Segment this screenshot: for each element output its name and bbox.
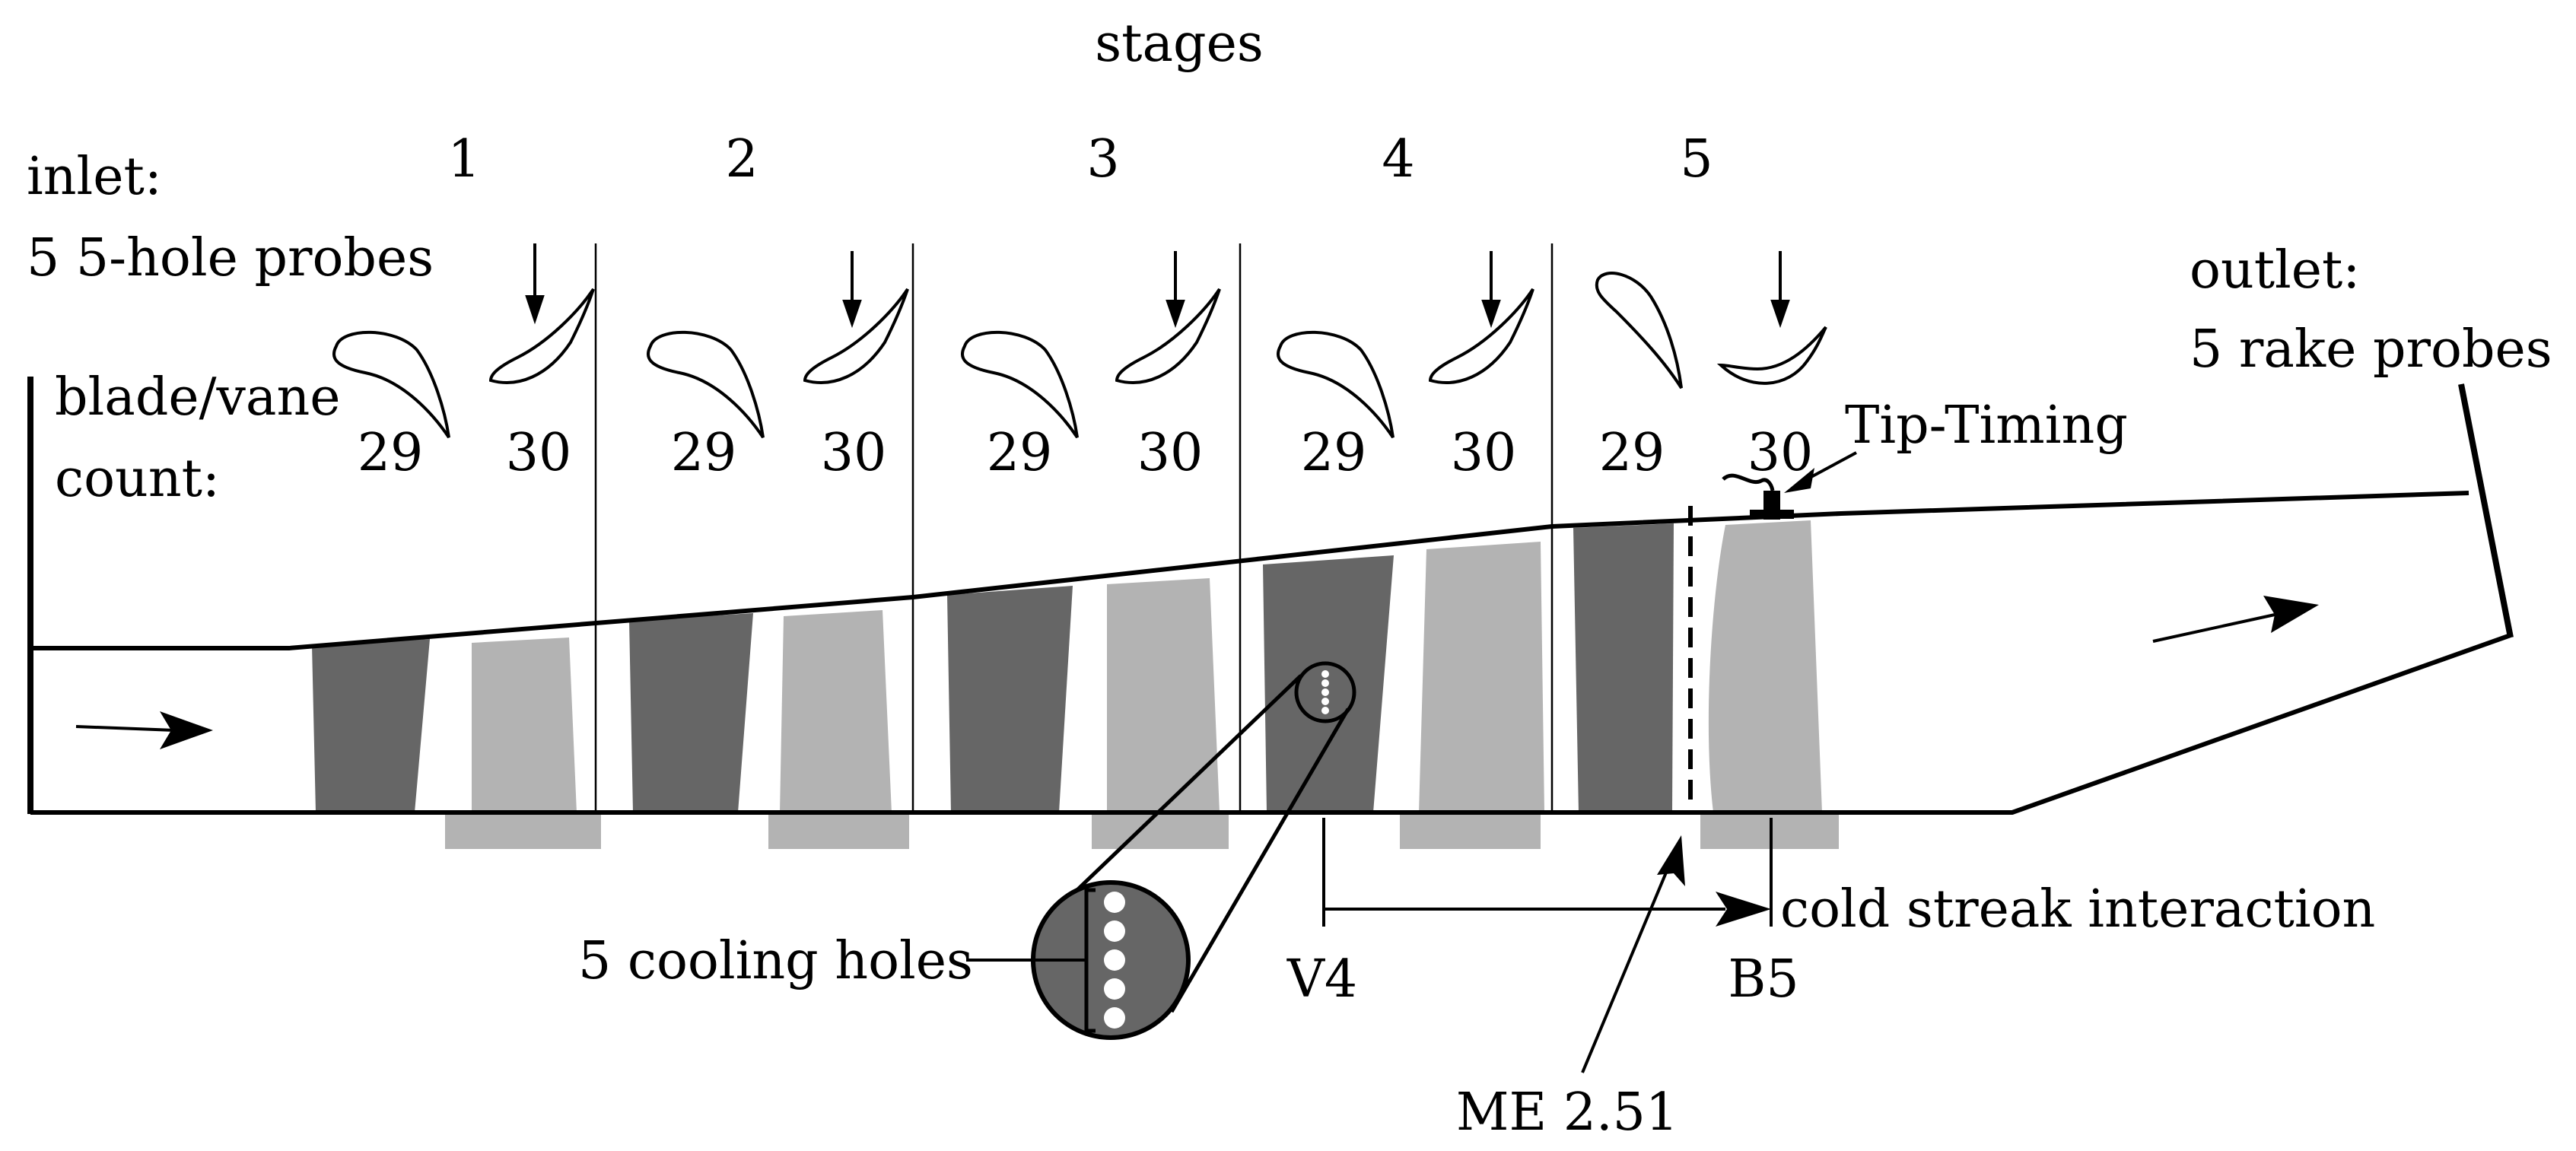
count-number: 30 <box>1748 423 1814 483</box>
vane-profile-icon <box>646 330 765 439</box>
count-label-line1: blade/vane <box>55 367 341 428</box>
count-number: 30 <box>1451 423 1517 483</box>
blade-row-5 <box>1708 520 1822 812</box>
tip-timing-sensor-icon <box>1722 451 1857 520</box>
vane-row-2 <box>629 613 753 812</box>
stage-number-5: 5 <box>1680 129 1713 189</box>
count-number: 30 <box>821 423 887 483</box>
measurement-plane-pointer-icon <box>1581 835 1685 1073</box>
blade-row-1 <box>472 638 577 812</box>
cooling-holes-label: 5 cooling holes <box>578 931 973 991</box>
cooling-hole-icon <box>1104 892 1125 913</box>
count-number: 30 <box>506 423 572 483</box>
stage-number-1: 1 <box>447 129 480 189</box>
measurement-plane-label: ME 2.51 <box>1456 1083 1678 1143</box>
count-numbers: 29 30 29 30 29 30 29 30 29 30 <box>358 423 1814 483</box>
count-number: 29 <box>1301 423 1367 483</box>
count-number: 29 <box>987 423 1053 483</box>
hub-line <box>30 633 2512 815</box>
cold-streak-label: cold streak interaction <box>1780 879 2375 940</box>
zoom-connector-line <box>1169 707 1350 1013</box>
cooling-hole-icon <box>1104 949 1125 971</box>
small-cooling-holes <box>1321 670 1329 714</box>
inlet-label: inlet: <box>27 147 162 207</box>
cooling-holes-detail <box>966 661 1356 1040</box>
vane-profile-icon <box>1276 330 1395 439</box>
cooling-hole-icons <box>1104 892 1125 1029</box>
blade-platform-3 <box>1092 812 1229 849</box>
cooling-hole-icon <box>1104 978 1125 1000</box>
v4-label: V4 <box>1286 949 1357 1010</box>
blade-platform-2 <box>768 812 909 849</box>
cold-streak-indicator <box>1322 818 1773 927</box>
flow-arrow-inlet-icon <box>75 711 213 749</box>
count-number: 29 <box>671 423 737 483</box>
zoom-connector-line <box>1064 674 1302 903</box>
outlet-wall <box>2458 383 2514 638</box>
cooling-hole-icon <box>1104 1007 1125 1029</box>
vane-row-5 <box>1573 523 1674 812</box>
casing-line <box>30 491 2469 650</box>
blade-row-2 <box>780 610 892 812</box>
blade-profile-icon <box>1716 251 1827 385</box>
blade-platform-4 <box>1400 812 1541 849</box>
vane-profile-icon <box>960 330 1079 439</box>
b5-label: B5 <box>1728 949 1798 1010</box>
count-number: 29 <box>358 423 424 483</box>
count-number: 30 <box>1137 423 1204 483</box>
vane-row-1 <box>312 639 430 812</box>
inlet-probes-label: 5 5-hole probes <box>27 228 434 288</box>
count-number: 29 <box>1599 423 1665 483</box>
cooling-hole-icon <box>1104 920 1125 942</box>
vane-profile-icon <box>332 330 450 439</box>
count-label-line2: count: <box>55 449 220 509</box>
outlet-label: outlet: <box>2190 240 2360 300</box>
vane-rows <box>312 523 1674 812</box>
airfoil-profiles <box>332 243 1827 439</box>
stage-number-2: 2 <box>725 129 758 189</box>
stage-number-3: 3 <box>1086 129 1119 189</box>
blade-profile-icon <box>803 251 909 384</box>
blade-row-3 <box>1107 578 1220 812</box>
vane-profile-icon <box>1595 272 1683 389</box>
vane-row-3 <box>947 586 1073 812</box>
diagram-title: stages <box>1095 14 1263 74</box>
blade-profile-icon <box>488 243 595 384</box>
annulus <box>27 377 2514 815</box>
outlet-probes-label: 5 rake probes <box>2190 320 2552 380</box>
flow-arrow-outlet-icon <box>2152 596 2319 643</box>
blade-row-4 <box>1419 542 1544 812</box>
tip-timing-label: Tip-Timing <box>1845 396 2128 456</box>
blade-profile-icon <box>1115 251 1221 384</box>
stage-number-4: 4 <box>1382 129 1414 189</box>
blade-profile-icon <box>1428 251 1534 384</box>
blade-platform-1 <box>445 812 601 849</box>
